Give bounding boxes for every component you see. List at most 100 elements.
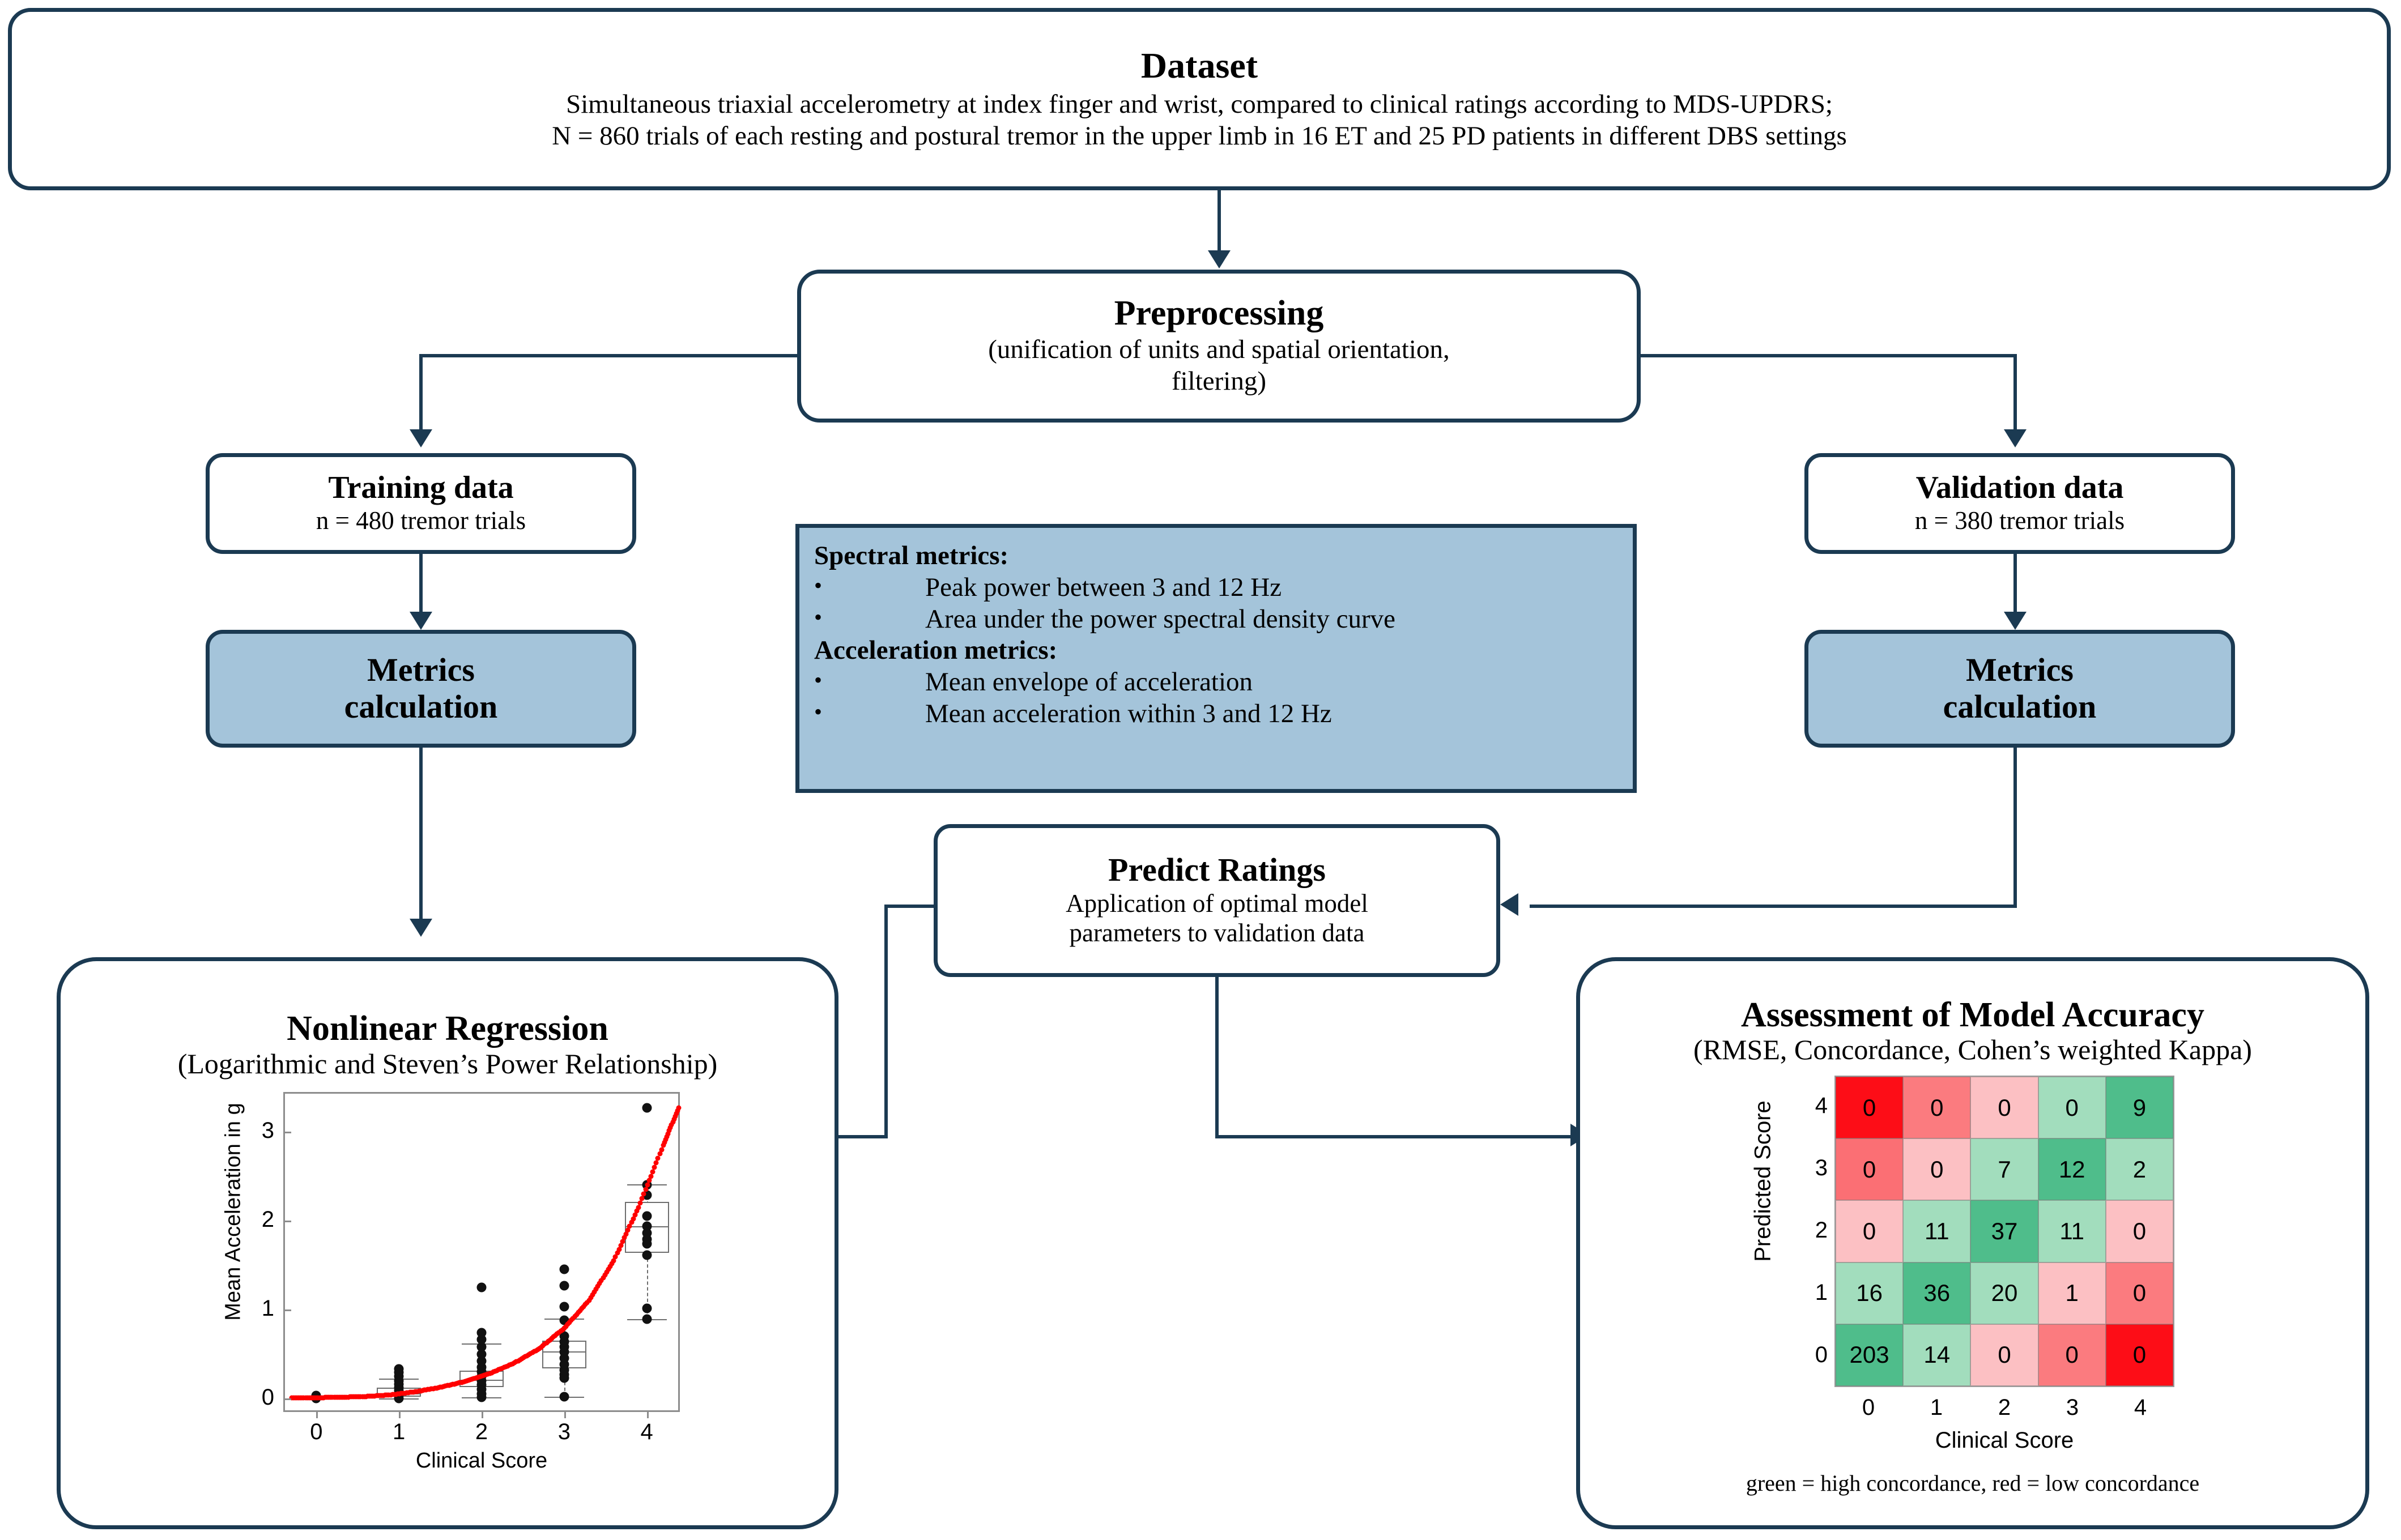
heatmap-cell: 12 [2038,1138,2106,1201]
bullet-icon: • [814,572,823,598]
regression-subtitle: (Logarithmic and Steven’s Power Relation… [177,1047,718,1080]
scatter-point [559,1392,569,1402]
heatmap-cell: 0 [2038,1077,2106,1139]
list-item: • Mean acceleration within 3 and 12 Hz [814,698,1633,730]
dataset-line-2: N = 860 trials of each resting and postu… [552,121,1847,151]
spectral-item-2: Area under the power spectral density cu… [925,604,1395,634]
fit-curve-point [601,1275,606,1281]
spectral-item-1: Peak power between 3 and 12 Hz [925,572,1282,602]
heatmap-cell: 11 [2038,1200,2106,1262]
fit-curve-point [598,1278,604,1283]
fit-curve-point [675,1108,680,1114]
fit-curve-point [639,1196,645,1201]
metrics-left-line-2: calculation [344,688,498,725]
connector-preprocessing-to-training-v [419,354,423,430]
bullet-icon: • [814,667,823,693]
heatmap-cell: 0 [1836,1138,1904,1201]
scatter-y-tickmark [283,1309,291,1312]
spectral-metrics-list: • Peak power between 3 and 12 Hz • Area … [814,571,1633,635]
scatter-x-tickmark [316,1410,318,1418]
heatmap-cell: 0 [2105,1262,2173,1324]
fit-curve-point [672,1114,678,1119]
connector-regression-to-predict-h1 [838,1135,888,1138]
heatmap-cell: 0 [1970,1324,2038,1387]
spectral-metrics-header: Spectral metrics: [814,541,1009,570]
fit-curve-point [595,1283,601,1289]
heatmap-row-label: 2 [1815,1218,1828,1243]
fit-curve-point [661,1142,666,1148]
fit-curve-point [616,1247,622,1252]
metrics-calculation-right-box: Metrics calculation [1804,630,2235,748]
fit-curve-point [646,1178,652,1183]
heatmap-cell: 0 [2105,1324,2173,1387]
connector-regression-to-predict-v [884,905,888,1137]
scatter-x-tick: 4 [640,1419,653,1444]
heatmap-cell: 0 [1970,1077,2038,1139]
heatmap-cell: 36 [1903,1262,1971,1324]
list-item: • Peak power between 3 and 12 Hz [814,571,1633,603]
fit-curve-point [591,1289,597,1295]
fit-curve-point [655,1155,661,1161]
validation-data-title: Validation data [1915,470,2124,506]
scatter-point [559,1281,569,1291]
scatter-y-tick: 2 [261,1207,274,1232]
fit-curve-point [618,1243,624,1248]
validation-data-box: Validation data n = 380 tremor trials [1804,453,2235,554]
dataset-box: Dataset Simultaneous triaxial accelerome… [8,8,2391,190]
connector-training-to-metrics [419,554,423,613]
heatmap-cell: 0 [1903,1138,1971,1201]
heatmap-column-label: 4 [2134,1395,2147,1420]
fit-curve-point [659,1147,665,1153]
metrics-left-line-1: Metrics [367,651,475,689]
metrics-calculation-left-box: Metrics calculation [206,630,636,748]
training-data-box: Training data n = 480 tremor trials [206,453,636,554]
fit-curve-point [604,1269,610,1275]
fit-curve-point [650,1169,655,1175]
connector-metrics-right-to-predict-h [1530,905,2017,908]
bullet-icon: • [814,604,823,630]
scatter-point [559,1331,569,1341]
fit-curve-point [632,1212,638,1218]
training-data-subtitle: n = 480 tremor trials [316,506,526,535]
scatter-point [394,1364,404,1374]
fit-curve-point [665,1131,671,1137]
scatter-point [476,1328,487,1338]
heatmap-cell: 2 [2105,1138,2173,1201]
arrowhead-down-regression [410,919,432,937]
scatter-point [642,1250,652,1260]
fit-curve-point [669,1122,674,1128]
heatmap-cell: 0 [1903,1077,1971,1139]
fit-curve-point [606,1266,611,1272]
scatter-point [476,1334,487,1345]
scatter-y-tickmark [283,1132,291,1134]
scatter-x-axis-label: Clinical Score [415,1448,548,1473]
scatter-y-tickmark [283,1398,291,1400]
fit-curve-point [623,1231,629,1237]
heatmap-x-axis-label: Clinical Score [1935,1428,2074,1453]
scatter-point [476,1356,487,1366]
heatmap-cell: 9 [2105,1077,2173,1139]
fit-curve-point [597,1281,602,1286]
metrics-definition-panel: Spectral metrics: • Peak power between 3… [795,524,1637,793]
fit-curve-point [625,1227,631,1233]
list-item: • Mean envelope of acceleration [814,666,1633,698]
fit-curve-point [615,1250,620,1256]
acceleration-item-1: Mean envelope of acceleration [925,667,1253,697]
preprocessing-box: Preprocessing (unification of units and … [797,270,1641,423]
connector-dataset-to-preprocessing [1217,190,1221,251]
dataset-title: Dataset [1140,45,1258,86]
connector-metrics-right-to-predict-v [2013,748,2017,906]
scatter-point [642,1228,652,1238]
preprocessing-line-1: (unification of units and spatial orient… [988,335,1450,365]
dataset-line-1: Simultaneous triaxial accelerometry at i… [566,89,1833,120]
connector-validation-to-metrics [2013,554,2017,613]
fit-curve-point [612,1254,618,1260]
connector-preprocessing-to-validation-h [1637,354,2017,357]
heatmap-caption: green = high concordance, red = low conc… [1746,1470,2200,1496]
scatter-point [476,1282,487,1292]
heatmap-column-label: 3 [2066,1395,2079,1420]
scatter-point [642,1221,652,1231]
connector-preprocessing-to-validation-v [2013,354,2017,430]
